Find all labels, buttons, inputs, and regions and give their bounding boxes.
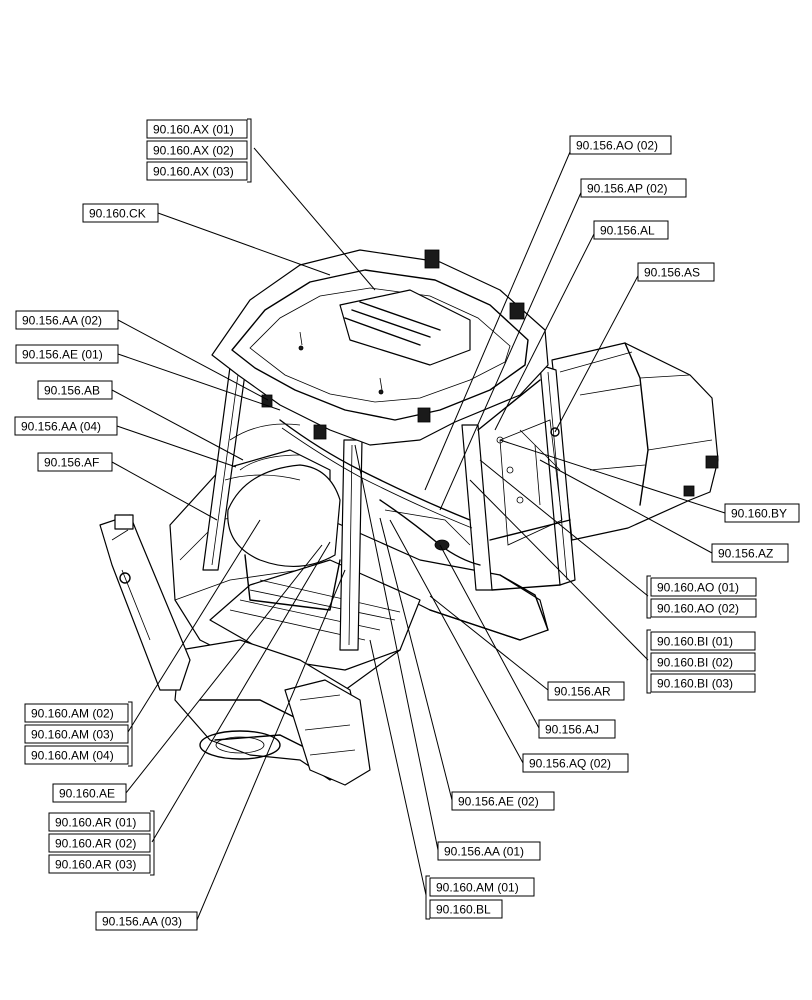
callout-bi[interactable]: 90.160.BI (01) 90.160.BI (02) 90.160.BI … [646,629,756,694]
callout-aa2[interactable]: 90.156.AA (02) [15,310,119,330]
callout-label: 90.160.CK [89,207,146,221]
callout-label: 90.160.AM (02) [31,707,114,721]
callout-ae[interactable]: 90.160.AE [52,783,127,803]
callout-label: 90.160.BY [731,507,787,521]
callout-ao2[interactable]: 90.156.AO (02) [569,135,672,155]
callout-label: 90.156.AO (02) [576,139,658,153]
callout-ab[interactable]: 90.156.AB [37,380,113,400]
cab-drawing [99,249,719,786]
callout-label: 90.160.BL [436,903,491,917]
callout-label: 90.160.AR (02) [55,837,136,851]
callout-label: 90.156.AZ [718,547,773,561]
callout-ax[interactable]: 90.160.AX (01) 90.160.AX (02) 90.160.AX … [146,118,252,183]
callout-label: 90.160.AX (03) [153,165,234,179]
callout-ae1[interactable]: 90.156.AE (01) [15,344,119,364]
callout-az[interactable]: 90.156.AZ [711,543,789,563]
callout-label: 90.160.AM (03) [31,728,114,742]
callout-ao[interactable]: 90.160.AO (01) 90.160.AO (02) [646,575,757,619]
callout-label: 90.156.AA (04) [21,420,101,434]
callout-label: 90.156.AF [44,456,99,470]
callout-label: 90.156.AE (02) [458,795,539,809]
callout-ar160[interactable]: 90.160.AR (01) 90.160.AR (02) 90.160.AR … [48,810,155,876]
callout-label: 90.160.AO (02) [657,602,739,616]
callout-aa4[interactable]: 90.156.AA (04) [14,416,118,436]
callout-label: 90.156.AR [554,685,611,699]
callout-ap2[interactable]: 90.156.AP (02) [580,178,687,198]
callout-label: 90.156.AA (02) [22,314,102,328]
callout-af[interactable]: 90.156.AF [37,452,113,472]
callout-al[interactable]: 90.156.AL [593,220,669,240]
callout-aq2[interactable]: 90.156.AQ (02) [522,753,629,773]
callout-label: 90.160.AE [59,787,115,801]
callout-label: 90.156.AB [44,384,100,398]
operator-seat [227,464,341,568]
callout-label: 90.160.AO (01) [657,581,739,595]
callout-label: 90.156.AQ (02) [529,757,611,771]
callout-aa1[interactable]: 90.156.AA (01) [437,841,541,861]
engine-hood [551,342,719,541]
callout-label: 90.160.BI (01) [657,635,733,649]
callout-label: 90.160.AX (02) [153,144,234,158]
callout-aa3[interactable]: 90.156.AA (03) [95,911,198,931]
callout-label: 90.160.AR (01) [55,816,136,830]
callout-label: 90.156.AA (03) [102,915,182,929]
callout-am[interactable]: 90.160.AM (02) 90.160.AM (03) 90.160.AM … [24,701,133,767]
callout-label: 90.156.AJ [545,723,599,737]
callout-label: 90.156.AS [644,266,700,280]
callout-label: 90.156.AP (02) [587,182,668,196]
callout-label: 90.160.AR (03) [55,858,136,872]
callout-label: 90.156.AE (01) [22,348,103,362]
callout-by[interactable]: 90.160.BY [724,503,800,523]
leader-lines [111,144,726,921]
callout-ar[interactable]: 90.156.AR [547,681,625,701]
callout-label: 90.156.AA (01) [444,845,524,859]
callout-label: 90.160.BI (03) [657,677,733,691]
callout-am1-bl[interactable]: 90.160.AM (01) 90.160.BL [425,875,535,920]
callout-label: 90.160.AX (01) [153,123,234,137]
callout-aj[interactable]: 90.156.AJ [538,719,616,739]
callout-label: 90.156.AL [600,224,655,238]
callout-label: 90.160.BI (02) [657,656,733,670]
callout-label: 90.160.AM (01) [436,881,519,895]
callout-ae2[interactable]: 90.156.AE (02) [451,791,555,811]
callout-as[interactable]: 90.156.AS [637,262,715,282]
callout-label: 90.160.AM (04) [31,749,114,763]
callout-ck[interactable]: 90.160.CK [82,203,159,223]
